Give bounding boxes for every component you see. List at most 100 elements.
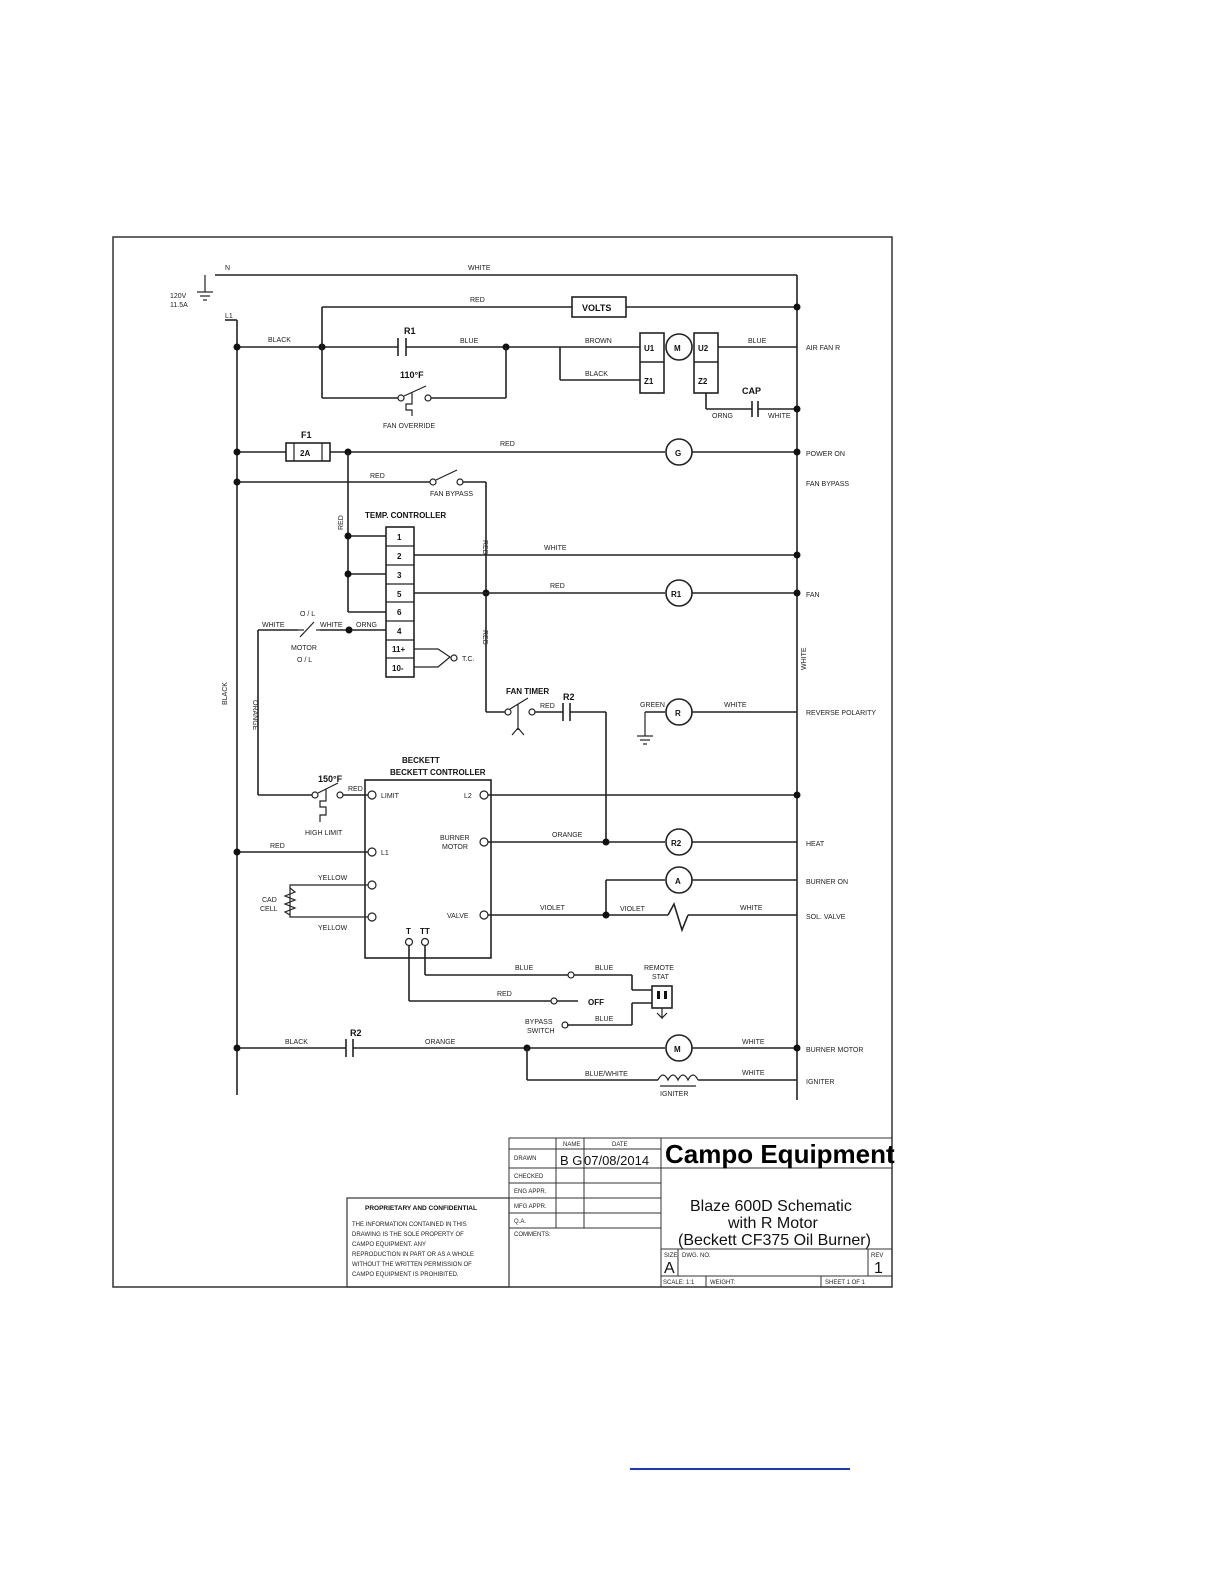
fuse-rating: 2A	[300, 449, 310, 458]
wire-label-red: RED	[550, 583, 565, 590]
bypass-switch-icon	[561, 1021, 569, 1029]
terminal-11: 11+	[392, 645, 405, 654]
temp-controller-terminals	[386, 545, 414, 659]
terminal-2: 2	[397, 552, 402, 561]
title-row-qa: Q.A.	[514, 1219, 526, 1225]
terminal-4: 4	[397, 627, 402, 636]
terminal-5: 5	[397, 590, 402, 599]
voltage-label: 120V	[170, 293, 187, 300]
igniter-icon	[657, 1074, 699, 1082]
drawn-date: 07/08/2014	[584, 1153, 649, 1168]
motor-overload-icon	[298, 621, 320, 638]
size-value: A	[664, 1260, 675, 1277]
wire-label-blue: BLUE	[460, 338, 479, 345]
limit-terminal-label: LIMIT	[381, 793, 400, 800]
wire-label-green: GREEN	[640, 702, 665, 709]
volts-label: VOLTS	[582, 303, 611, 313]
title-row-checked: CHECKED	[514, 1174, 544, 1180]
wire-label-blue: BLUE	[595, 1016, 614, 1023]
tt-terminal-label: TT	[420, 927, 430, 936]
company-name: Campo Equipment	[665, 1139, 895, 1169]
remote-stat-label-1: REMOTE	[644, 965, 674, 972]
proprietary-heading: PROPRIETARY AND CONFIDENTIAL	[365, 1205, 477, 1212]
scale-label: SCALE: 1:1	[663, 1280, 695, 1286]
wire-label-violet: VIOLET	[620, 906, 646, 913]
high-limit-label: HIGH LIMIT	[305, 830, 343, 837]
r2-contact-icon	[562, 703, 571, 721]
remote-stat-label-2: STAT	[652, 974, 670, 981]
high-limit-temp: 150°F	[318, 774, 343, 784]
fan-timer-label: FAN TIMER	[506, 687, 549, 696]
proprietary-line: DRAWING IS THE SOLE PROPERTY OF	[352, 1232, 464, 1238]
current-label: 11.5A	[170, 302, 188, 309]
wire-label-red: RED	[497, 991, 512, 998]
motor-ol-label-2: O / L	[297, 657, 312, 664]
wire-label-black: BLACK	[285, 1039, 308, 1046]
proprietary-line: CAMPO EQUIPMENT. ANY	[352, 1242, 426, 1248]
r1-label: R1	[404, 326, 416, 336]
wire-label-blue: BLUE	[595, 965, 614, 972]
r1-contact-icon	[397, 338, 407, 356]
drawing-title-2: with R Motor	[727, 1215, 818, 1232]
z1-label: Z1	[644, 377, 654, 386]
proprietary-line: WITHOUT THE WRITTEN PERMISSION OF	[352, 1262, 472, 1268]
proprietary-line: REPRODUCTION IN PART OR AS A WHOLE	[352, 1252, 474, 1258]
ground-icon	[197, 275, 213, 301]
wire-label-yellow: YELLOW	[318, 875, 348, 882]
ground-icon	[637, 712, 653, 745]
u1-label: U1	[644, 344, 655, 353]
output-heat: HEAT	[806, 841, 825, 848]
fan-override-label: FAN OVERRIDE	[383, 423, 435, 430]
valve-terminal-label: VALVE	[447, 913, 469, 920]
output-igniter: IGNITER	[806, 1079, 834, 1086]
wire-label-red: RED	[270, 843, 285, 850]
r2-contact-icon	[345, 1039, 354, 1057]
output-reverse-polarity: REVERSE POLARITY	[806, 710, 876, 717]
terminal-1: 1	[397, 533, 402, 542]
wire-label-yellow: YELLOW	[318, 925, 348, 932]
cad-cell-label-1: CAD	[262, 897, 277, 904]
capacitor-icon	[751, 401, 759, 417]
title-block	[508, 1137, 893, 1288]
output-fan-bypass: FAN BYPASS	[806, 481, 849, 488]
wire-label-white: WHITE	[320, 622, 343, 629]
drawing-frame	[112, 236, 893, 1288]
terminal-3: 3	[397, 571, 402, 580]
burner-motor-terminal-label: BURNER	[440, 835, 470, 842]
u2-label: U2	[698, 344, 709, 353]
bypass-switch-label-1: BYPASS	[525, 1019, 553, 1026]
wire-label-white: WHITE	[740, 905, 763, 912]
wire-label-white: WHITE	[768, 413, 791, 420]
proprietary-line: THE INFORMATION CONTAINED IN THIS	[352, 1222, 467, 1228]
title-row-eng: ENG APPR.	[514, 1189, 547, 1195]
output-burner-motor: BURNER MOTOR	[806, 1047, 863, 1054]
dwg-no-label: DWG. NO.	[682, 1253, 711, 1259]
wire-label-orange: ORANGE	[251, 700, 258, 731]
ol-label: O / L	[300, 611, 315, 618]
rev-label: REV	[871, 1253, 883, 1259]
fan-motor-icon	[665, 333, 693, 361]
l2-terminal-label: L2	[464, 793, 472, 800]
off-label: OFF	[588, 998, 604, 1007]
wire-label-white: WHITE	[801, 647, 808, 670]
wire-label-white: WHITE	[544, 545, 567, 552]
r2-label: R2	[563, 692, 575, 702]
drawn-name: B G	[560, 1153, 582, 1168]
terminal-10: 10-	[392, 664, 404, 673]
wire-label-black: BLACK	[585, 371, 608, 378]
relay-r1-coil-label: R1	[671, 590, 682, 599]
beckett-controller-block	[364, 779, 492, 959]
fan-bypass-switch-icon	[429, 469, 464, 486]
igniter-label: IGNITER	[660, 1091, 688, 1098]
output-sol-valve: SOL. VALVE	[806, 914, 846, 921]
wire-label-red: RED	[481, 630, 488, 645]
motor-ol-label-1: MOTOR	[291, 645, 317, 652]
wire-label-orng: ORNG	[712, 413, 733, 420]
drawing-title-1: Blaze 600D Schematic	[690, 1198, 852, 1215]
thermostat-switch-icon	[397, 385, 432, 416]
sheet-label: SHEET 1 OF 1	[825, 1280, 866, 1286]
title-col-name: NAME	[563, 1142, 580, 1148]
wire-label-white: WHITE	[724, 702, 747, 709]
footer-link[interactable]	[630, 1448, 850, 1470]
drawing-title-3: (Beckett CF375 Oil Burner)	[678, 1232, 871, 1249]
